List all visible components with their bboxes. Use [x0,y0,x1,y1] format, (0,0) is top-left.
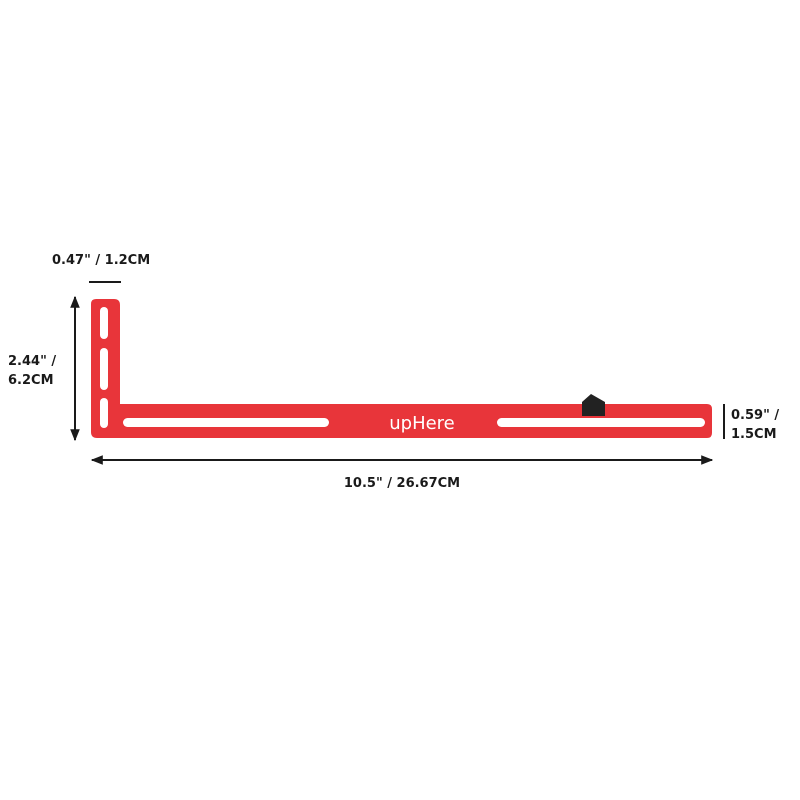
brand-logo-text: upHere [389,413,455,434]
arm-slot [100,307,108,339]
arm-slot [100,348,108,390]
bar-height-label-line2: 1.5CM [731,427,777,442]
bar-slot-left [123,418,329,427]
mount-clip [582,394,605,416]
arm-width-label: 0.47" / 1.2CM [52,253,150,268]
bar-slot-right [497,418,705,427]
height-label-line1: 2.44" / [8,354,56,369]
height-label-line2: 6.2CM [8,373,54,388]
bar-height-label-line1: 0.59" / [731,408,779,423]
arm-slot [100,398,108,428]
length-label: 10.5" / 26.67CM [344,476,460,491]
